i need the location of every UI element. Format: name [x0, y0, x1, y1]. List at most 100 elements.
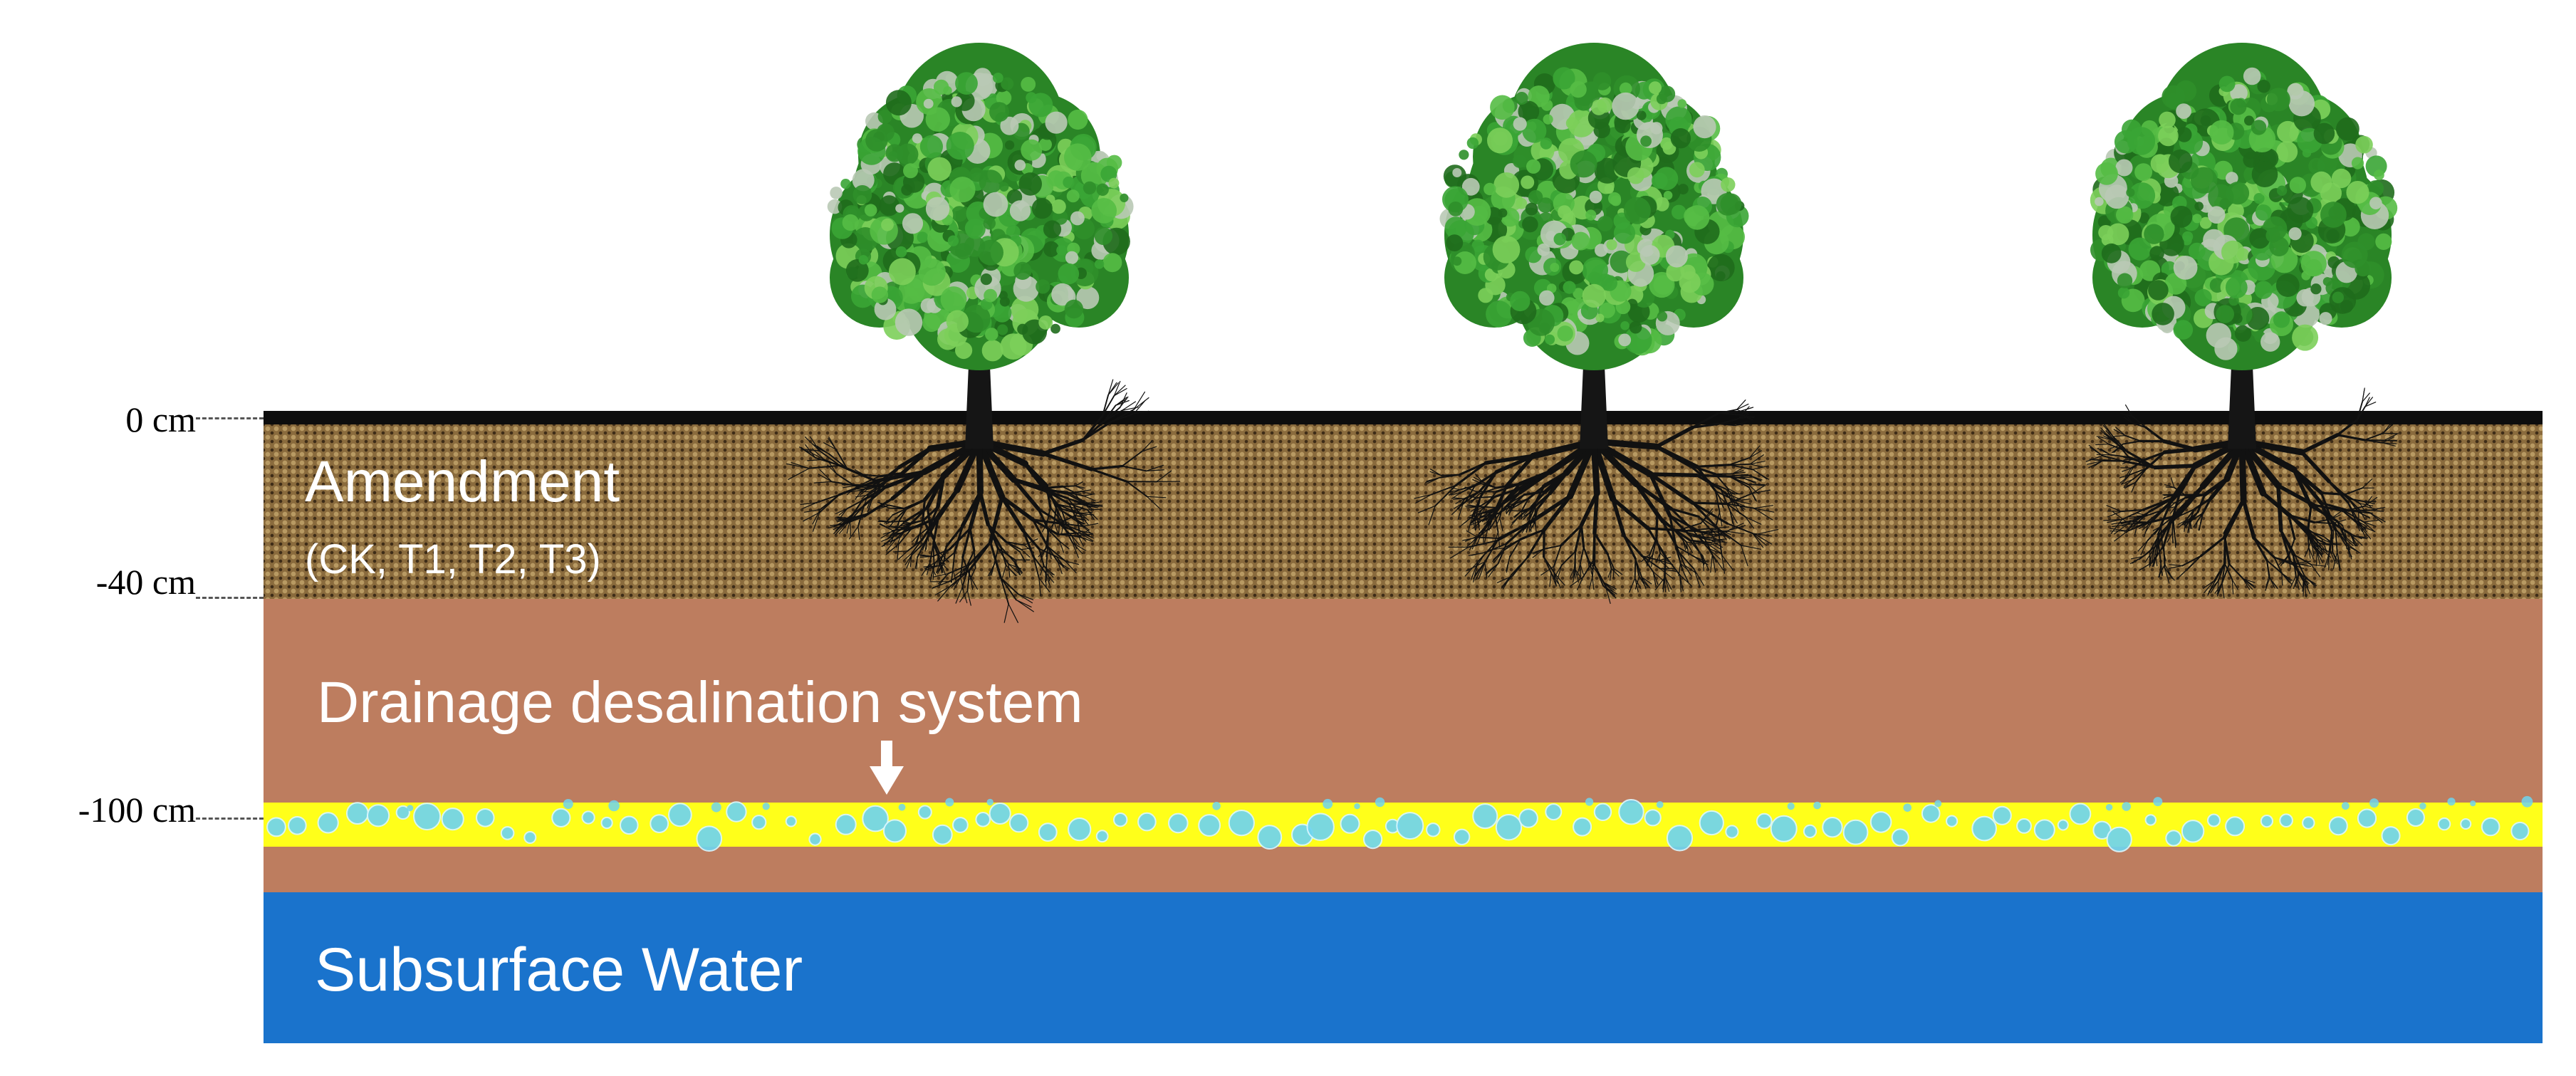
- depth-line-100cm: [196, 818, 264, 820]
- depth-line-0cm: [196, 417, 264, 419]
- water-bubble: [808, 832, 822, 846]
- water-bubble: [2521, 795, 2533, 808]
- water-bubble: [726, 801, 747, 822]
- depth-label-40cm: -40 cm: [95, 562, 196, 602]
- water-bubble: [711, 802, 721, 813]
- water-bubble: [762, 803, 770, 810]
- water-bubble: [2016, 818, 2032, 834]
- subsurface-water-label: Subsurface Water: [315, 936, 803, 1004]
- water-bubble: [620, 815, 639, 835]
- water-bubble: [2302, 816, 2315, 830]
- water-bubble: [835, 813, 857, 835]
- tree-canopy: [1439, 43, 1749, 370]
- water-bubble: [1375, 797, 1385, 808]
- depth-label-100cm: -100 cm: [78, 790, 196, 830]
- water-bubble: [1008, 813, 1029, 833]
- water-bubble: [1593, 803, 1612, 821]
- water-bubble: [1585, 798, 1594, 806]
- water-bubble: [785, 815, 797, 827]
- water-bubble: [1363, 830, 1383, 850]
- water-bubble: [2165, 830, 2182, 847]
- water-bubble: [1545, 803, 1563, 821]
- water-bubble: [2122, 802, 2131, 811]
- water-bubble: [751, 815, 767, 830]
- water-bubble: [2406, 808, 2425, 827]
- depth-label-0cm: 0 cm: [125, 399, 196, 439]
- water-bubble: [975, 812, 991, 827]
- water-bubble: [2481, 817, 2501, 837]
- tree-canopy: [2090, 43, 2398, 370]
- water-bubble: [2369, 798, 2379, 808]
- water-bubble: [2381, 826, 2401, 846]
- water-bubble: [1921, 804, 1941, 823]
- water-bubble: [1340, 813, 1360, 834]
- down-arrow-icon: [870, 741, 904, 795]
- water-bubble: [1472, 803, 1498, 830]
- water-bubble: [1168, 813, 1189, 834]
- water-bubble: [1396, 812, 1424, 840]
- drainage-system-label: Drainage desalination system: [317, 670, 1083, 735]
- water-bubble: [1354, 803, 1360, 810]
- water-bubble: [407, 805, 414, 812]
- water-bubble: [2437, 817, 2451, 831]
- water-bubble: [2341, 802, 2350, 810]
- water-bubble: [1822, 817, 1843, 838]
- water-bubble: [1644, 809, 1662, 827]
- water-bubble: [1870, 811, 1892, 833]
- water-bubble: [1495, 814, 1523, 841]
- water-bubble: [367, 804, 390, 827]
- water-bubble: [1934, 800, 1942, 808]
- tree-3: [2085, 43, 2399, 599]
- water-bubble: [2460, 818, 2472, 830]
- water-bubble: [2105, 804, 2113, 811]
- water-bubble: [1228, 809, 1255, 837]
- amendment-treatments: (CK, T1, T2, T3): [305, 536, 601, 583]
- water-bubble: [1573, 817, 1592, 837]
- water-bubble: [563, 799, 573, 809]
- water-bubble: [413, 803, 442, 831]
- water-bubble: [952, 817, 969, 833]
- water-bubble: [1453, 828, 1471, 845]
- water-bubble: [2207, 813, 2221, 827]
- water-bubble: [1946, 815, 1959, 827]
- water-bubble: [1656, 801, 1664, 808]
- water-bubble: [1971, 815, 1997, 842]
- water-bubble: [266, 817, 286, 837]
- water-bubble: [2225, 816, 2246, 837]
- water-bubble: [696, 825, 723, 852]
- water-bubble: [1198, 814, 1221, 837]
- water-bubble: [2144, 814, 2157, 826]
- water-bubble: [1257, 825, 1283, 850]
- tree-roots: [2085, 387, 2399, 599]
- water-bubble: [2510, 821, 2530, 841]
- water-bubble: [1787, 803, 1795, 810]
- water-bubble: [2419, 803, 2426, 810]
- water-bubble: [883, 819, 907, 843]
- tree-roots: [786, 379, 1181, 623]
- water-bubble: [2057, 819, 2069, 831]
- water-bubble: [2328, 816, 2348, 836]
- water-bubble: [1323, 798, 1333, 809]
- water-bubble: [1891, 828, 1909, 847]
- water-bubble: [2181, 820, 2205, 843]
- water-bubble: [1813, 801, 1821, 810]
- water-bubble: [288, 816, 307, 835]
- water-bubble: [1212, 802, 1221, 810]
- amendment-title: Amendment: [305, 449, 620, 514]
- tree-roots: [1414, 399, 1778, 604]
- water-bubble: [1842, 819, 1869, 845]
- tree-canopy: [827, 43, 1134, 370]
- water-bubble: [2447, 798, 2456, 806]
- water-bubble: [345, 802, 369, 825]
- water-bubble: [1803, 824, 1818, 839]
- water-bubble: [1666, 825, 1694, 852]
- water-bubble: [1992, 805, 2012, 825]
- water-bubble: [1038, 822, 1058, 842]
- water-bubble: [2357, 808, 2377, 828]
- water-bubble: [395, 805, 410, 820]
- water-bubble: [986, 798, 994, 806]
- water-bubble: [917, 805, 932, 820]
- water-bubble: [2260, 814, 2273, 828]
- water-bubble: [608, 800, 620, 812]
- water-bubble: [989, 803, 1011, 825]
